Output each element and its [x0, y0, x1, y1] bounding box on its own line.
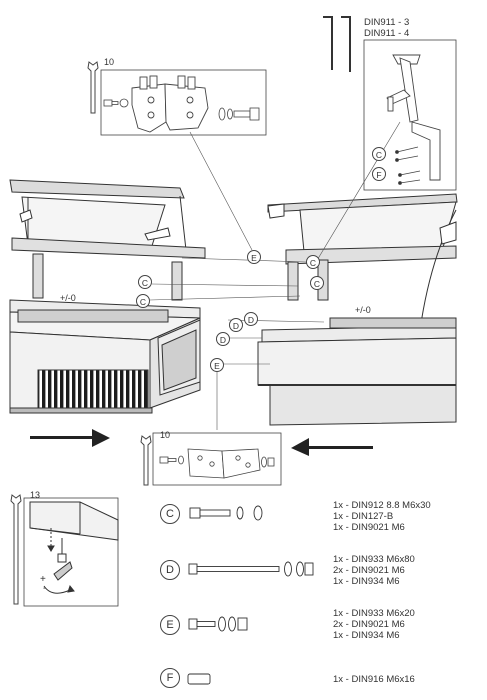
part-D-long-bolt-icon — [188, 561, 314, 577]
part-C-bolt-icon — [189, 505, 263, 521]
part-D-letter: D — [160, 560, 180, 580]
callout-F-detail: F — [372, 167, 386, 181]
joining-plate-detail-box — [140, 432, 282, 486]
wrench-size-bottom: 13 — [30, 490, 41, 500]
part-C-line-2: 1x - DIN127-B — [333, 511, 394, 522]
push-arrow-right-icon — [30, 429, 110, 447]
part-E-line-2: 2x - DIN9021 M6 — [333, 619, 405, 630]
callout-C-right-1: C — [306, 255, 320, 269]
callout-D-2: D — [229, 318, 243, 332]
tolerance-right: +/-0 — [355, 305, 371, 315]
part-D-line-2: 2x - DIN9021 M6 — [333, 565, 405, 576]
part-E-line-3: 1x - DIN934 M6 — [333, 630, 400, 641]
push-arrow-left-icon — [291, 438, 373, 456]
part-F-letter: F — [160, 668, 180, 688]
callout-E-top: E — [247, 250, 261, 264]
callout-D-3: D — [216, 332, 230, 346]
allen-keys-icon — [323, 16, 351, 72]
hinge-detail-box — [87, 61, 267, 136]
din911-3-label: DIN911 - 3 — [364, 17, 410, 28]
left-counter-unit — [9, 179, 206, 414]
leader-lines — [149, 121, 401, 430]
part-C-line-1: 1x - DIN912 8.8 M6x30 — [333, 500, 431, 511]
callout-C-left-2: C — [136, 294, 150, 308]
part-E-short-bolt-icon — [188, 616, 248, 632]
din911-4-label: DIN911 - 4 — [364, 28, 410, 39]
foot-minus-sign: - — [43, 583, 47, 594]
callout-E-mid: E — [210, 358, 224, 372]
levelling-foot-detail-box — [10, 494, 119, 607]
wrench-size-top: 10 — [104, 57, 115, 67]
wrench-icon — [87, 61, 99, 114]
part-C-line-3: 1x - DIN9021 M6 — [333, 522, 405, 533]
part-E-letter: E — [160, 615, 180, 635]
callout-D-1: D — [244, 312, 258, 326]
part-F-set-screw-icon — [187, 673, 211, 685]
callout-C-left-1: C — [138, 275, 152, 289]
part-C-letter: C — [160, 504, 180, 524]
part-D-line-3: 1x - DIN934 M6 — [333, 576, 400, 587]
foot-plus-sign: + — [40, 574, 46, 585]
wrench-size-mid: 10 — [160, 430, 171, 440]
arm-detail-box — [363, 39, 457, 191]
part-E-line-1: 1x - DIN933 M6x20 — [333, 608, 415, 619]
callout-C-right-2: C — [310, 276, 324, 290]
callout-C-detail: C — [372, 147, 386, 161]
part-D-line-1: 1x - DIN933 M6x80 — [333, 554, 415, 565]
right-counter-unit — [257, 193, 458, 426]
part-F-line-1: 1x - DIN916 M6x16 — [333, 674, 415, 685]
tolerance-left: +/-0 — [60, 293, 76, 303]
